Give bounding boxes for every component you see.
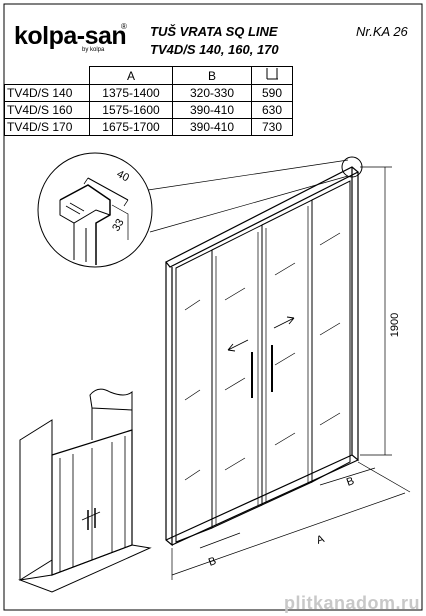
isometric-view: [18, 388, 152, 593]
spec-height: 630: [251, 101, 293, 119]
brand-subtitle: by kolpa: [82, 47, 105, 53]
detail-dim-side: 33: [110, 217, 127, 234]
spec-height: 590: [251, 84, 293, 102]
spec-b: 390-410: [172, 118, 252, 136]
spec-height: 730: [251, 118, 293, 136]
brand-logo: kolpa-san: [14, 22, 127, 50]
frame-border: [3, 3, 423, 611]
watermark: plitkanadom.ru: [283, 593, 420, 613]
spec-model: TV4D/S 170: [4, 118, 90, 136]
b-dim-label-left: B: [207, 555, 218, 569]
spec-col-height: [251, 66, 293, 85]
profile-detail: [37, 152, 153, 268]
height-dim-label: 1900: [389, 313, 401, 337]
spec-b: 320-330: [172, 84, 252, 102]
detail-dim-top: 40: [115, 168, 131, 184]
width-dim-label: A: [315, 533, 327, 547]
height-symbol-icon: [266, 68, 278, 80]
document-number: Nr.KA 26: [356, 24, 408, 39]
table-row: TV4D/S 170 1675-1700 390-410 730: [4, 118, 293, 136]
table-row: TV4D/S 160 1575-1600 390-410 630: [4, 101, 293, 119]
document-subtitle: TV4D/S 140, 160, 170: [150, 42, 279, 57]
height-dimension: [360, 166, 392, 456]
spec-a: 1675-1700: [89, 118, 173, 136]
width-dimension: [171, 461, 411, 580]
spec-model: TV4D/S 160: [4, 101, 90, 119]
spec-b: 390-410: [172, 101, 252, 119]
document-title: TUŠ VRATA SQ LINE: [150, 24, 278, 39]
detail-circle: [37, 152, 153, 268]
brand-registered-mark: ®: [121, 22, 127, 31]
spec-header-row: A B: [4, 66, 293, 85]
b-dim-label-right: B: [345, 475, 356, 489]
spec-table: A B TV4D/S 140 1375-1400 320-330 590 TV4…: [4, 66, 293, 136]
main-door-drawing: [165, 166, 360, 547]
